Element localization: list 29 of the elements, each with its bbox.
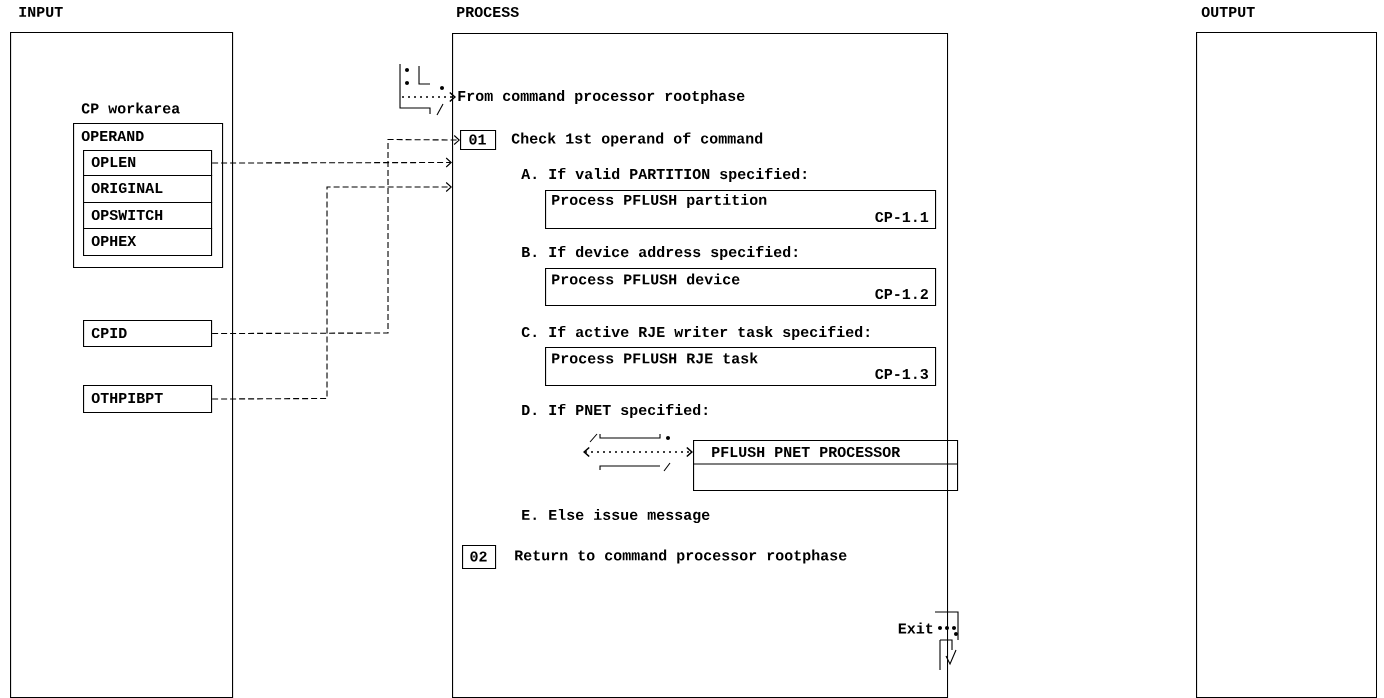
arrow: [211, 181, 452, 400]
panel-heading: PROCESS: [457, 6, 519, 18]
process-box: Process PFLUSH RJE task CP-1.3: [545, 347, 937, 387]
exit-label: Exit: [898, 622, 933, 634]
panel-heading: CP workarea: [81, 102, 180, 114]
panel-heading: INPUT: [19, 7, 63, 17]
condition-text: D. If PNET specified:: [522, 403, 707, 419]
arrow: [211, 157, 452, 168]
step-text: Check 1st operand of command: [511, 132, 763, 147]
field-row: OPHEX: [83, 228, 213, 257]
entry-text: From command processor rootphase: [458, 90, 745, 104]
field-row: OPLEN: [83, 150, 213, 177]
data-box: CPID: [83, 320, 213, 348]
process-box: Process PFLUSH device CP-1.2: [545, 268, 937, 307]
condition-text: A. If valid PARTITION specified:: [521, 167, 806, 183]
panel-heading: OUTPUT: [1201, 6, 1255, 18]
data-box: OTHPIBPT: [83, 385, 213, 414]
field-row: ORIGINAL: [83, 175, 213, 204]
condition-text: B. If device address specified:: [522, 245, 797, 261]
step-number-box: 02: [462, 545, 497, 570]
field-row: OPSWITCH: [83, 202, 213, 230]
step-number-box: 01: [460, 130, 497, 151]
arrow: [401, 91, 456, 103]
condition-text: C. If active RJE writer task specified:: [521, 325, 869, 341]
step-text: Return to command processor rootphase: [515, 549, 847, 564]
condition-text: E. Else issue message: [522, 508, 710, 523]
arrow: [211, 134, 460, 335]
arrow: [583, 446, 693, 458]
process-box: Process PFLUSH partition CP-1.1: [545, 190, 937, 230]
